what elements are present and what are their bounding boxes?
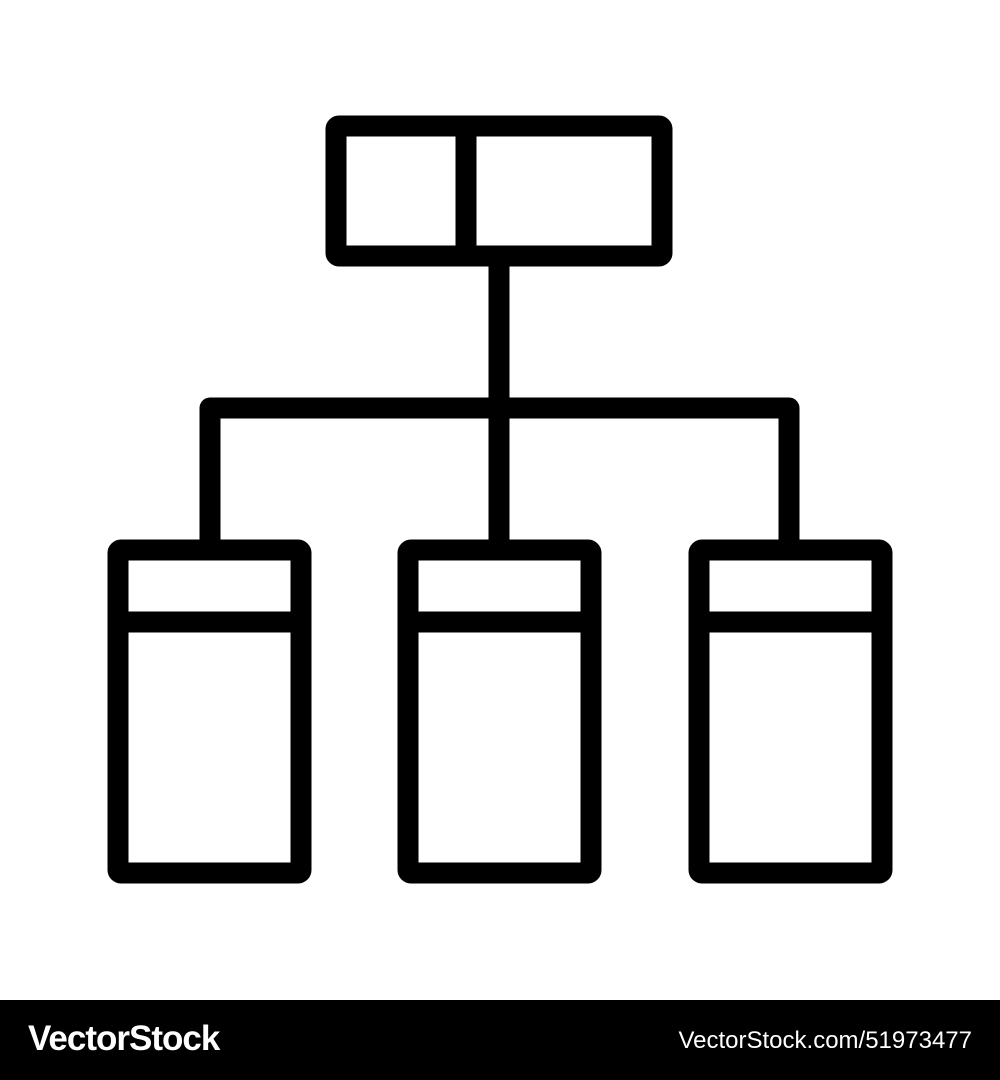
image-id-label: VectorStock.com/51973477 [678,1027,972,1054]
child-box [397,539,602,884]
child-node-right [688,539,893,884]
parent-node [325,115,673,267]
child-node-center [397,539,602,884]
hierarchy-structure-icon [107,115,893,884]
connectors [199,245,800,561]
branch-line [199,397,800,561]
parent-box [325,115,673,267]
child-box [107,539,312,884]
brand-logo-text: VectorStock [28,1019,220,1058]
watermark-footer: VectorStock VectorStock.com/51973477 [0,1000,1000,1080]
child-box [688,539,893,884]
child-node-left [107,539,312,884]
icon-canvas [107,115,893,884]
